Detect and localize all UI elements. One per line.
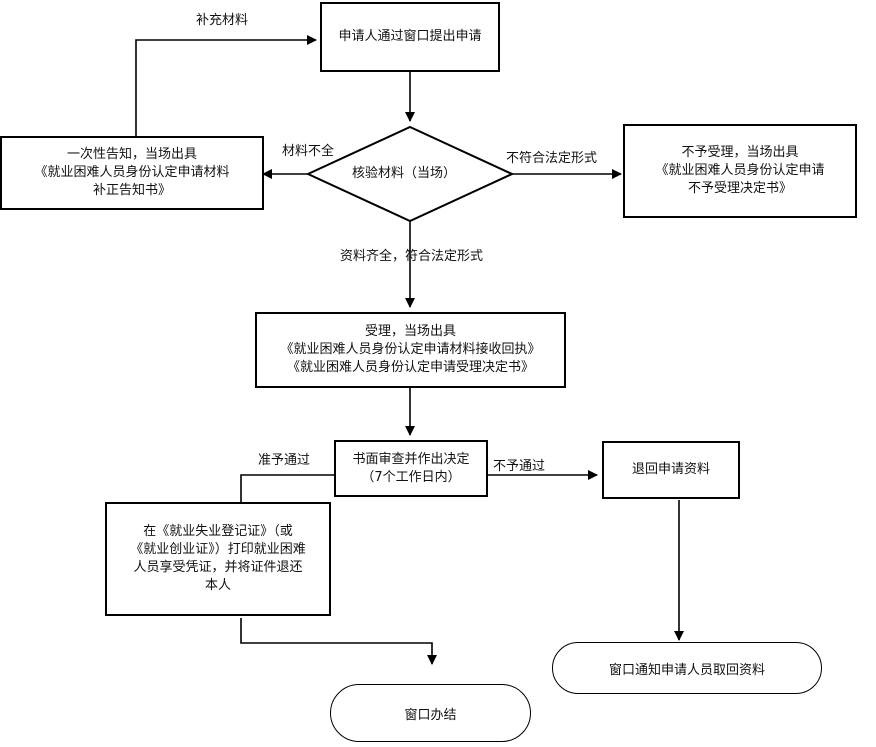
- edge-label-incomplete: 材料不全: [282, 144, 335, 159]
- arrow-notify-to-start: [135, 35, 317, 136]
- print-cert-box: 在《就业失业登记证》（或 《就业创业证》）打印就业困难 人员享受凭证，并将证件退…: [105, 502, 331, 616]
- review-line-2: （7个工作日内）: [361, 469, 461, 485]
- window-notify-oval: 窗口通知申请人员取回资料: [552, 642, 822, 694]
- print-cert-line-3: 人员享受凭证，并将证件退还: [133, 560, 303, 575]
- arrow-review-to-print: [240, 474, 334, 502]
- window-notify-text: 窗口通知申请人员取回资料: [608, 662, 765, 678]
- arrow-print-to-complete: [240, 618, 437, 665]
- start-text: 申请人通过窗口提出申请: [338, 29, 482, 44]
- reject-form-line-2: 《就业困难人员身份认定申请: [655, 163, 825, 178]
- print-cert-line-1: 在《就业失业登记证》（或: [143, 524, 293, 539]
- print-cert-line-4: 本人: [204, 578, 231, 593]
- complete-oval: 窗口办结: [330, 684, 531, 742]
- accept-line-3: 《就业困难人员身份认定申请受理决定书》: [286, 360, 534, 375]
- accept-line-1: 受理，当场出具: [364, 324, 456, 339]
- return-materials-box: 退回申请资料: [602, 441, 740, 499]
- notify-incomplete-line-1: 一次性告知，当场出具: [66, 147, 197, 162]
- notify-incomplete-line-2: 《就业困难人员身份认定申请材料: [34, 165, 230, 180]
- return-materials-text: 退回申请资料: [631, 462, 710, 477]
- review-line-1: 书面审查并作出决定: [352, 451, 470, 467]
- edge-label-rejected: 不予通过: [493, 459, 546, 474]
- reject-form-line-3: 不予受理决定书》: [687, 181, 792, 196]
- reject-form-line-1: 不予受理，当场出具: [681, 145, 799, 160]
- review-box: 书面审查并作出决定 （7个工作日内）: [334, 440, 488, 497]
- reject-form-box: 不予受理，当场出具 《就业困难人员身份认定申请 不予受理决定书》: [623, 124, 857, 218]
- notify-incomplete-line-3: 补正告知书》: [92, 183, 171, 198]
- accept-box: 受理，当场出具 《就业困难人员身份认定申请材料接收回执》 《就业困难人员身份认定…: [255, 312, 566, 388]
- complete-text: 窗口办结: [404, 707, 457, 723]
- accept-line-2: 《就业困难人员身份认定申请材料接收回执》: [280, 342, 541, 357]
- check-text: 核验材料（当场）: [352, 166, 457, 181]
- notify-incomplete-box: 一次性告知，当场出具 《就业困难人员身份认定申请材料 补正告知书》: [0, 136, 264, 210]
- edge-label-approved: 准予通过: [258, 453, 311, 468]
- edge-label-nonconforming: 不符合法定形式: [506, 151, 598, 166]
- edge-label-complete-ok: 资料齐全，符合法定形式: [340, 249, 484, 264]
- print-cert-line-2: 《就业创业证》）打印就业困难: [130, 542, 306, 557]
- start-box: 申请人通过窗口提出申请: [320, 2, 500, 72]
- edge-label-supplement: 补充材料: [196, 13, 249, 28]
